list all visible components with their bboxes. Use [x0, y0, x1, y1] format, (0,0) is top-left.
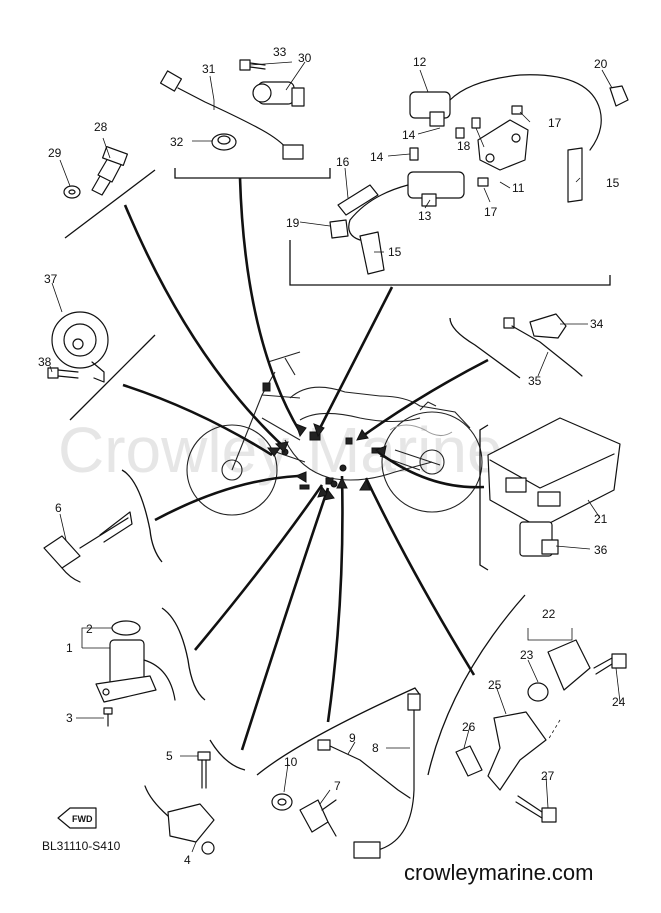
callout-29: 29 [48, 146, 62, 160]
callout-10: 10 [284, 755, 298, 769]
part-nut-17 [477, 105, 523, 187]
callout-34: 34 [590, 317, 604, 331]
part-cable-tie-35 [503, 317, 583, 377]
callout-17-upper: 17 [548, 116, 562, 130]
callout-26: 26 [462, 720, 476, 734]
callout-13: 13 [418, 209, 432, 223]
part-sensor-7 [299, 799, 337, 837]
callout-5: 5 [166, 749, 173, 763]
callout-17-lower: 17 [484, 205, 498, 219]
callout-21: 21 [594, 512, 608, 526]
callout-35: 35 [528, 374, 542, 388]
part-bolt-5 [197, 751, 211, 789]
callout-38: 38 [38, 355, 52, 369]
fwd-arrow-icon: FWD [57, 807, 97, 829]
part-cap-15-upper [567, 147, 583, 203]
part-lead-31 [159, 70, 304, 160]
callout-4: 4 [184, 853, 191, 867]
part-sensor-22 [547, 639, 591, 691]
callout-12: 12 [413, 55, 427, 69]
part-ignition-coil-13 [348, 171, 465, 241]
callout-32: 32 [170, 135, 184, 149]
part-o-ring-2 [111, 620, 141, 636]
callout-14-lower: 14 [370, 150, 384, 164]
part-bolt-27 [515, 795, 557, 823]
callout-24: 24 [612, 695, 626, 709]
leader-lines [49, 61, 621, 853]
part-cap-15-lower [359, 231, 385, 275]
callout-1: 1 [66, 641, 73, 655]
callout-28: 28 [94, 120, 108, 134]
part-sensor-4 [144, 785, 215, 855]
part-o-ring-23 [527, 682, 549, 702]
callout-6: 6 [55, 501, 62, 515]
callout-36: 36 [594, 543, 608, 557]
callout-15-lower: 15 [388, 245, 402, 259]
part-tube-16 [337, 184, 379, 216]
callout-15-upper: 15 [606, 176, 620, 190]
part-ecu-21 [487, 417, 621, 529]
connection-lines [122, 177, 489, 751]
part-screw-3 [103, 707, 113, 727]
part-sensor-6 [43, 511, 133, 583]
part-bolt-24 [593, 653, 627, 675]
part-collar-26 [455, 745, 483, 777]
callout-23: 23 [520, 648, 534, 662]
part-bracket-25 [487, 711, 547, 791]
website-label: crowleymarine.com [404, 860, 594, 885]
part-screw-18 [471, 117, 481, 129]
part-coil-bracket-11 [477, 119, 529, 171]
callout-31: 31 [202, 62, 216, 76]
callout-20: 20 [594, 57, 608, 71]
callout-3: 3 [66, 711, 73, 725]
part-relay-36 [519, 521, 559, 557]
part-lead-8 [353, 693, 421, 859]
part-washer-10 [271, 793, 293, 811]
fwd-label: FWD [72, 814, 93, 824]
group-brackets [64, 168, 611, 776]
part-bolt-38 [47, 367, 79, 379]
callout-14-upper: 14 [402, 128, 416, 142]
part-sensor-28 [91, 145, 128, 196]
callout-25: 25 [488, 678, 502, 692]
callout-22: 22 [542, 607, 556, 621]
callout-37: 37 [44, 272, 58, 286]
callout-9: 9 [349, 731, 356, 745]
callout-30: 30 [298, 51, 312, 65]
callout-labels: 29 28 31 33 30 32 12 20 17 14 18 14 16 1… [38, 45, 626, 867]
part-sensor-30 [252, 81, 305, 107]
part-horn-37 [51, 311, 109, 383]
callout-7: 7 [334, 779, 341, 793]
callout-27: 27 [541, 769, 555, 783]
part-bolt-14 [409, 127, 465, 161]
part-clip-20 [609, 85, 629, 107]
diagram-code: BL31110-S410 [42, 839, 121, 853]
watermark: Crowley Marine [58, 414, 503, 486]
callout-11: 11 [512, 181, 525, 195]
part-cable-tie-9 [317, 739, 411, 799]
part-assembly-1 [95, 639, 176, 703]
part-washer-29 [63, 185, 81, 199]
callout-8: 8 [372, 741, 379, 755]
callout-19: 19 [286, 216, 300, 230]
callout-18: 18 [457, 139, 471, 153]
part-clamp-34 [529, 313, 567, 339]
callout-16: 16 [336, 155, 350, 169]
part-ignition-coil-12 [409, 74, 602, 151]
part-clamp-19 [329, 219, 349, 239]
callout-33: 33 [273, 45, 287, 59]
part-grommet-32 [211, 133, 237, 151]
callout-2: 2 [86, 622, 93, 636]
